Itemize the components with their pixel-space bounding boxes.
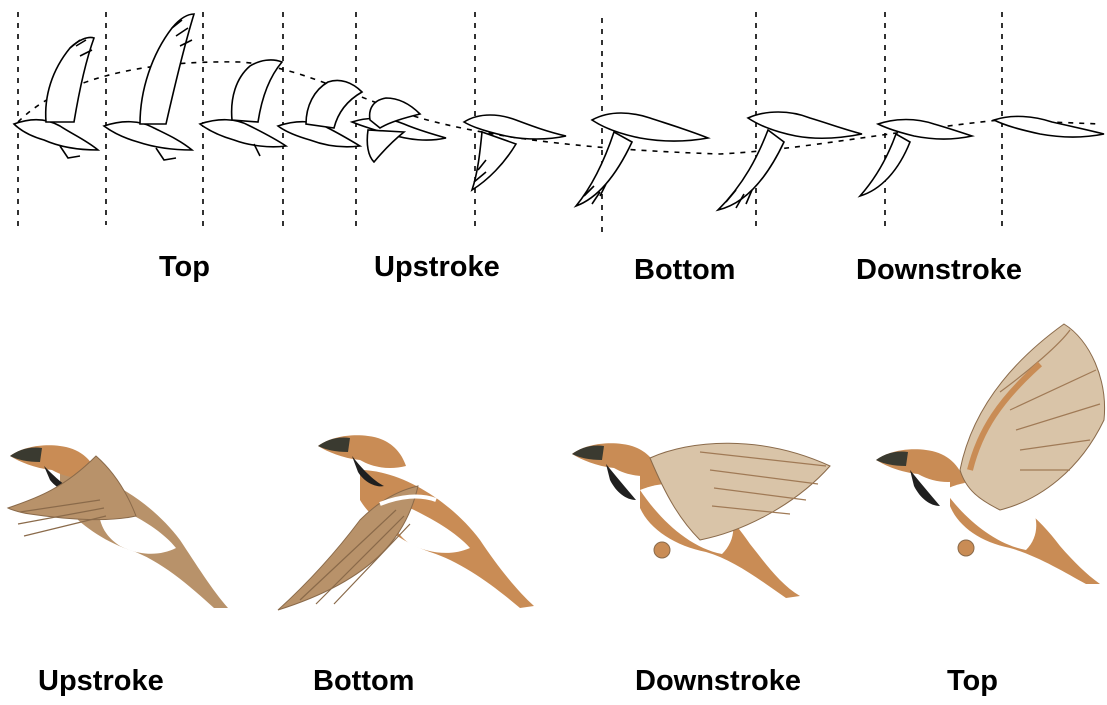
sketch-bird-2: [104, 14, 194, 160]
sketch-bird-8: [718, 112, 862, 210]
phase-label-downstroke: Downstroke: [635, 667, 801, 696]
sketch-bird-1: [14, 37, 98, 158]
sparrow-downstroke: [572, 443, 830, 598]
phase-label-downstroke: Downstroke: [856, 256, 1022, 285]
sparrow-bottom: [278, 435, 534, 610]
phase-label-bottom: Bottom: [634, 256, 735, 285]
sketch-bird-9: [860, 120, 972, 197]
phase-label-upstroke: Upstroke: [38, 667, 164, 696]
sparrow-top: [876, 324, 1105, 584]
phase-label-top: Top: [159, 253, 210, 282]
sketch-bird-5: [352, 98, 446, 162]
sparrow-upstroke: [8, 445, 228, 608]
sketch-bird-6: [464, 115, 566, 190]
sketch-bird-3: [200, 60, 286, 156]
trajectory-line: [18, 62, 1100, 154]
sketch-bird-10: [994, 116, 1104, 137]
phase-label-bottom: Bottom: [313, 667, 414, 696]
phase-label-top: Top: [947, 667, 998, 696]
sketch-bird-4: [278, 80, 362, 146]
sketch-bird-7: [576, 113, 708, 206]
phase-label-upstroke: Upstroke: [374, 253, 500, 282]
